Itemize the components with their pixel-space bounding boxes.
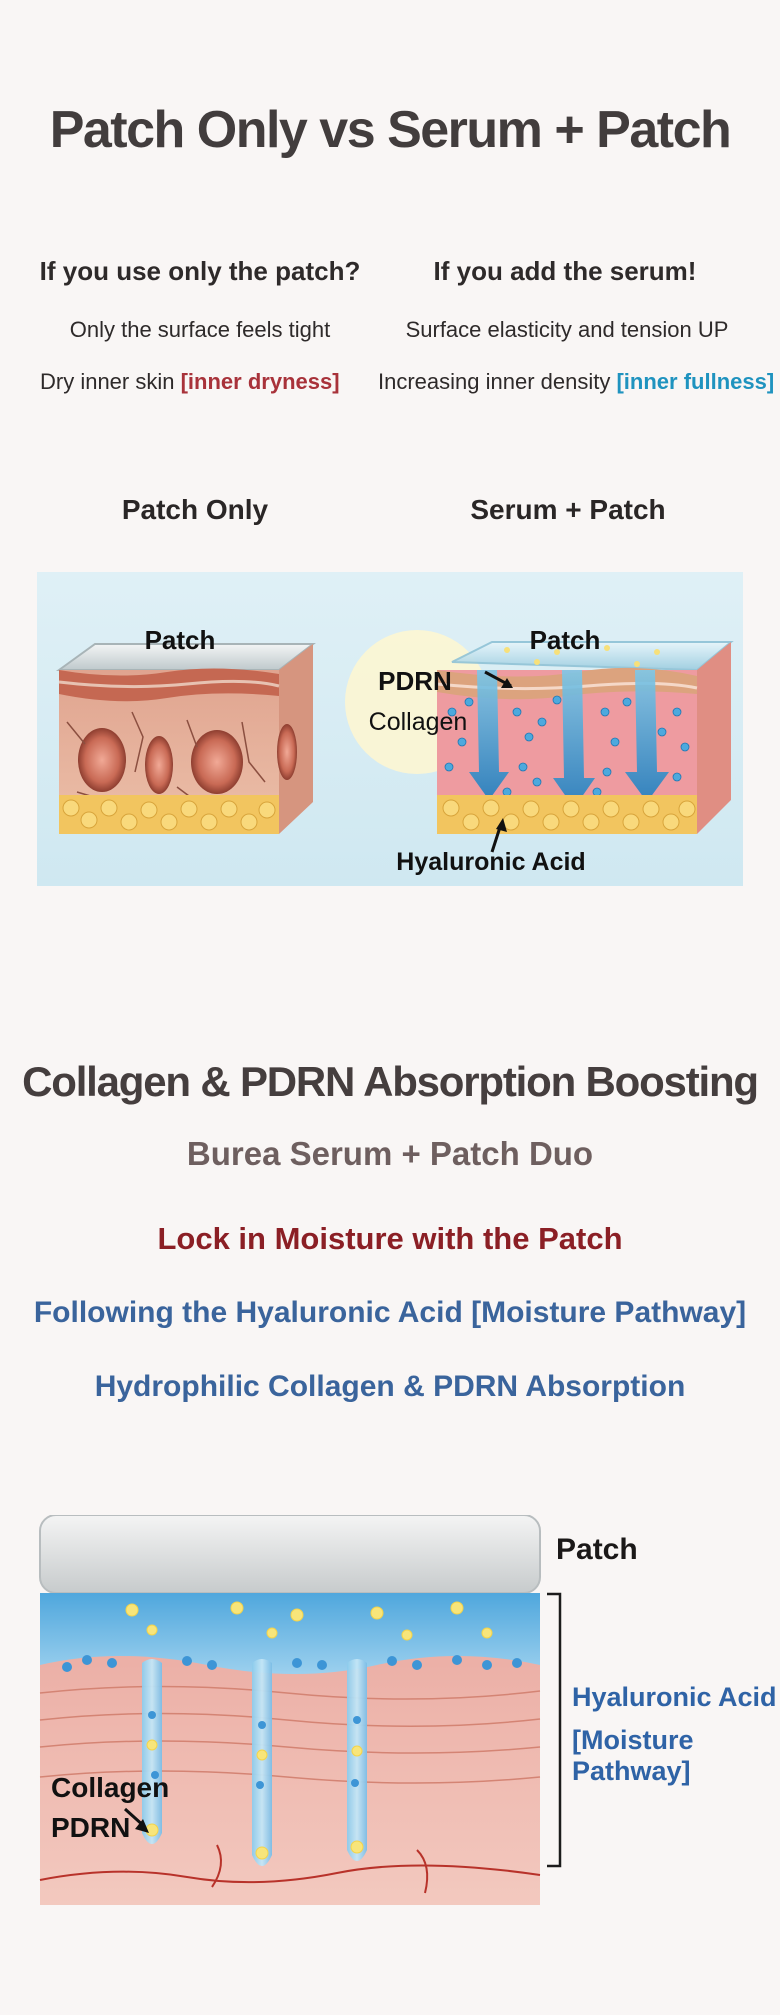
serum-patch-label: Serum + Patch — [470, 494, 666, 525]
page-title: Patch Only vs Serum + Patch — [49, 101, 732, 159]
inner-fullness-highlight: [inner fullness] — [616, 369, 775, 394]
diagram-moisture-pathway-label: [Moisture Pathway] — [572, 1725, 694, 1786]
hydrated-skin-cube — [345, 630, 734, 853]
dry-skin-cube — [55, 643, 316, 834]
inner-dryness-highlight: [inner dryness] — [180, 369, 340, 394]
absorption-diagram: Collagen PDRN — [37, 1514, 547, 1905]
right-line-2: Increasing inner density [inner fullness… — [378, 369, 774, 395]
skin-comparison-svg: Patch Patch PDRN Collagen Hyaluronic Aci… — [55, 625, 734, 876]
right-column-heading: If you add the serum! — [433, 256, 697, 286]
patch-only-label: Patch Only — [121, 494, 269, 525]
absorption-diagram-svg: Collagen PDRN — [39, 1514, 541, 1905]
hyaluronic-acid-label: Hyaluronic Acid — [396, 848, 585, 876]
diagram-hyaluronic-label: Hyaluronic Acid — [572, 1682, 777, 1712]
section-title: Collagen & PDRN Absorption Boosting — [22, 1058, 759, 1105]
diagram-collagen-label: Collagen — [51, 1772, 169, 1803]
section-subtitle: Burea Serum + Patch Duo — [186, 1135, 594, 1172]
left-line-2: Dry inner skin [inner dryness] — [40, 369, 340, 395]
collagen-label: Collagen — [369, 708, 468, 736]
moisture-layer — [40, 1593, 540, 1674]
serum-patch-patch-label: Patch — [530, 625, 601, 655]
patch-layer — [39, 1514, 541, 1594]
moisture-pathway-text: Following the Hyaluronic Acid [Moisture … — [33, 1296, 747, 1329]
left-line-1: Only the surface feels tight — [69, 317, 331, 342]
right-line-2-text: Increasing inner density — [378, 369, 611, 394]
absorption-text: Hydrophilic Collagen & PDRN Absorption — [94, 1370, 686, 1403]
diagram-patch-label: Patch — [556, 1533, 638, 1566]
right-line-1: Surface elasticity and tension UP — [405, 317, 729, 342]
comparison-illustration: Patch Patch PDRN Collagen Hyaluronic Aci… — [37, 572, 743, 886]
left-column-heading: If you use only the patch? — [39, 256, 361, 286]
lock-moisture-text: Lock in Moisture with the Patch — [157, 1221, 623, 1256]
pdrn-label: PDRN — [378, 666, 452, 696]
moisture-bracket — [547, 1592, 562, 1868]
diagram-pdrn-label: PDRN — [51, 1812, 130, 1843]
left-line-2-text: Dry inner skin — [40, 369, 175, 394]
patch-only-patch-label: Patch — [145, 625, 216, 655]
